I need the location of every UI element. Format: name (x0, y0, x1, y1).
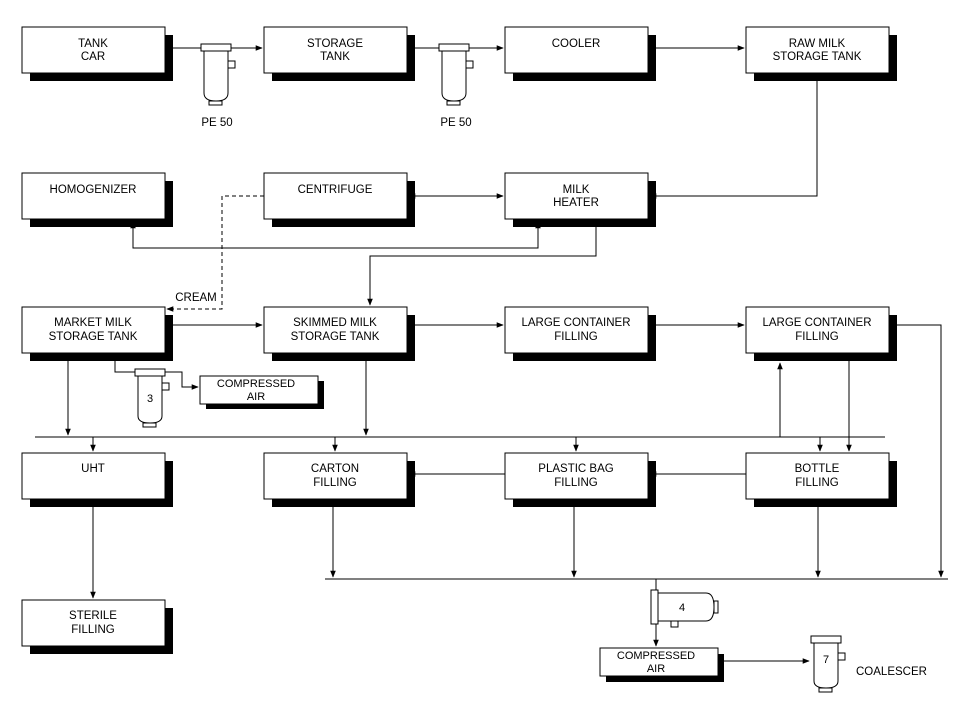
sterile-filling-box: STERILE FILLING (21, 599, 173, 654)
bottle-line2: FILLING (795, 477, 839, 489)
large-container-2-line2: FILLING (795, 331, 839, 343)
filter-3-icon (134, 368, 170, 428)
sterile-line2: FILLING (71, 624, 115, 636)
large-container-filling-box-2: LARGE CONTAINER FILLING (745, 306, 897, 361)
centrifuge-line1: CENTRIFUGE (298, 184, 373, 196)
milk-heater-line2: HEATER (553, 197, 599, 209)
large-container-1-line2: FILLING (554, 331, 598, 343)
filter-pe50-a-icon (200, 43, 236, 106)
uht-box: UHT (21, 452, 173, 507)
coalescer-7-icon (810, 635, 846, 693)
skimmed-milk-line1: SKIMMED MILK (293, 317, 377, 329)
homogenizer-line1: HOMOGENIZER (50, 184, 137, 196)
storage-tank-line2: TANK (320, 51, 350, 63)
raw-milk-line2: STORAGE TANK (773, 51, 862, 63)
large-container-1-line1: LARGE CONTAINER (521, 317, 630, 329)
tank-car-line2: CAR (81, 51, 105, 63)
tank-car-line1: TANK (78, 38, 108, 50)
filter-4-icon (650, 589, 719, 628)
large-container-filling-box-1: LARGE CONTAINER FILLING (504, 306, 656, 361)
uht-line1: UHT (81, 463, 105, 475)
coalescer-label: COALESCER (856, 666, 927, 678)
milk-heater-line1: MILK (563, 184, 590, 196)
compressed-air-1-line2: AIR (247, 391, 265, 403)
skimmed-milk-line2: STORAGE TANK (291, 331, 380, 343)
sterile-line1: STERILE (69, 610, 117, 622)
compressed-air-box-2: COMPRESSED AIR (599, 647, 724, 682)
storage-tank-line1: STORAGE (307, 38, 363, 50)
plastic-bag-filling-box: PLASTIC BAG FILLING (504, 452, 656, 507)
carton-line1: CARTON (311, 463, 359, 475)
connector-lines (35, 45, 948, 664)
market-milk-line1: MARKET MILK (54, 317, 132, 329)
pe50-a-label: PE 50 (201, 117, 232, 129)
milk-heater-box: MILK HEATER (504, 172, 656, 227)
cooler-line1: COOLER (552, 38, 601, 50)
filter-7-label: 7 (823, 654, 829, 666)
skimmed-milk-storage-tank-box: SKIMMED MILK STORAGE TANK (263, 306, 415, 361)
compressed-air-2-line1: COMPRESSED (617, 650, 695, 662)
filter-3-label: 3 (147, 393, 153, 405)
pe50-b-label: PE 50 (440, 117, 471, 129)
homogenizer-box: HOMOGENIZER (21, 172, 173, 227)
filter-pe50-b-icon (438, 43, 474, 106)
plastic-bag-line2: FILLING (554, 477, 598, 489)
filter-4-label: 4 (679, 602, 685, 614)
market-milk-line2: STORAGE TANK (49, 331, 138, 343)
bottle-filling-box: BOTTLE FILLING (745, 452, 897, 507)
bottle-line1: BOTTLE (795, 463, 840, 475)
cream-label: CREAM (175, 292, 217, 304)
market-milk-storage-tank-box: MARKET MILK STORAGE TANK (21, 306, 173, 361)
tank-car-box: TANK CAR (21, 26, 173, 81)
centrifuge-box: CENTRIFUGE (263, 172, 415, 227)
raw-milk-storage-tank-box: RAW MILK STORAGE TANK (745, 26, 897, 81)
cooler-box: COOLER (504, 26, 656, 81)
storage-tank-box: STORAGE TANK (263, 26, 415, 81)
compressed-air-2-line2: AIR (647, 663, 665, 675)
plastic-bag-line1: PLASTIC BAG (538, 463, 613, 475)
compressed-air-1-line1: COMPRESSED (217, 378, 295, 390)
large-container-2-line1: LARGE CONTAINER (762, 317, 871, 329)
carton-filling-box: CARTON FILLING (263, 452, 415, 507)
carton-line2: FILLING (313, 477, 357, 489)
compressed-air-box-1: COMPRESSED AIR (199, 375, 324, 409)
raw-milk-line1: RAW MILK (789, 38, 846, 50)
